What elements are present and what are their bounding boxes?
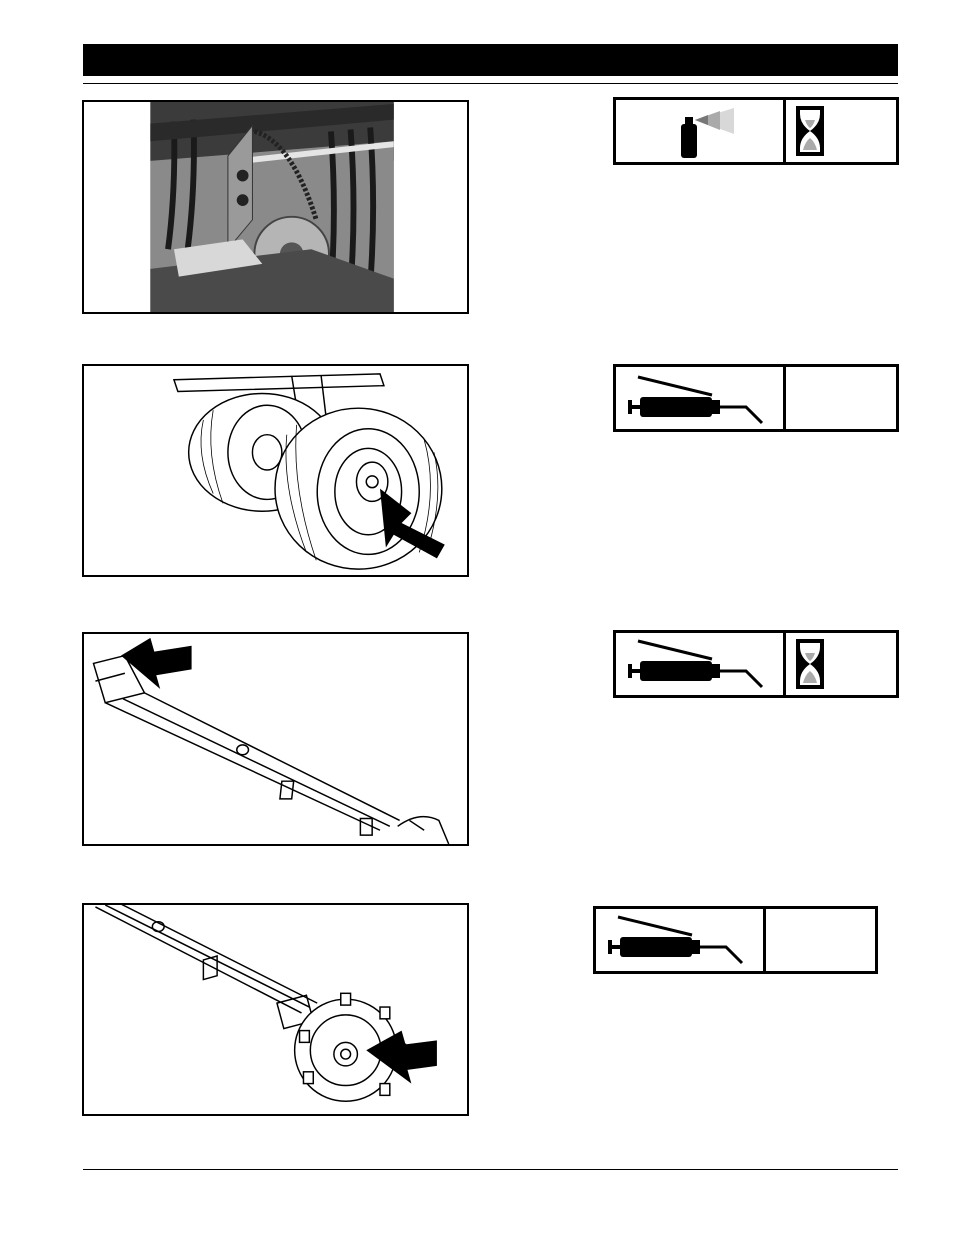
grease-gun-icon <box>596 909 763 971</box>
lube-box-grease <box>613 364 899 432</box>
header-rule <box>83 83 898 84</box>
interval-cell <box>786 100 896 162</box>
grease-gun-cell <box>616 633 786 695</box>
grease-gun-cell <box>596 909 766 971</box>
spray-can-icon <box>616 100 783 162</box>
grease-gun-icon <box>616 367 783 429</box>
hourglass-icon <box>786 633 896 695</box>
interval-cell-empty <box>766 909 875 971</box>
grease-gun-icon <box>616 633 783 695</box>
figure-shaft-rear <box>82 903 469 1116</box>
header-bar <box>83 44 898 76</box>
interval-cell-empty <box>786 367 896 429</box>
figure-gauge-wheels <box>82 364 469 577</box>
lube-box-spray-interval <box>613 97 899 165</box>
gauge-wheels-drawing <box>84 366 467 575</box>
lube-box-grease-interval <box>613 630 899 698</box>
figure-reel-drive-photo <box>82 100 469 314</box>
interval-cell <box>786 633 896 695</box>
shaft-rear-drawing <box>84 905 467 1114</box>
footer-rule <box>83 1169 898 1170</box>
hourglass-icon <box>786 100 896 162</box>
reel-drive-photo <box>84 102 467 312</box>
lube-box-grease-2 <box>593 906 878 974</box>
figure-shaft-front <box>82 632 469 846</box>
shaft-front-drawing <box>84 634 467 844</box>
grease-gun-cell <box>616 367 786 429</box>
spray-can-cell <box>616 100 786 162</box>
